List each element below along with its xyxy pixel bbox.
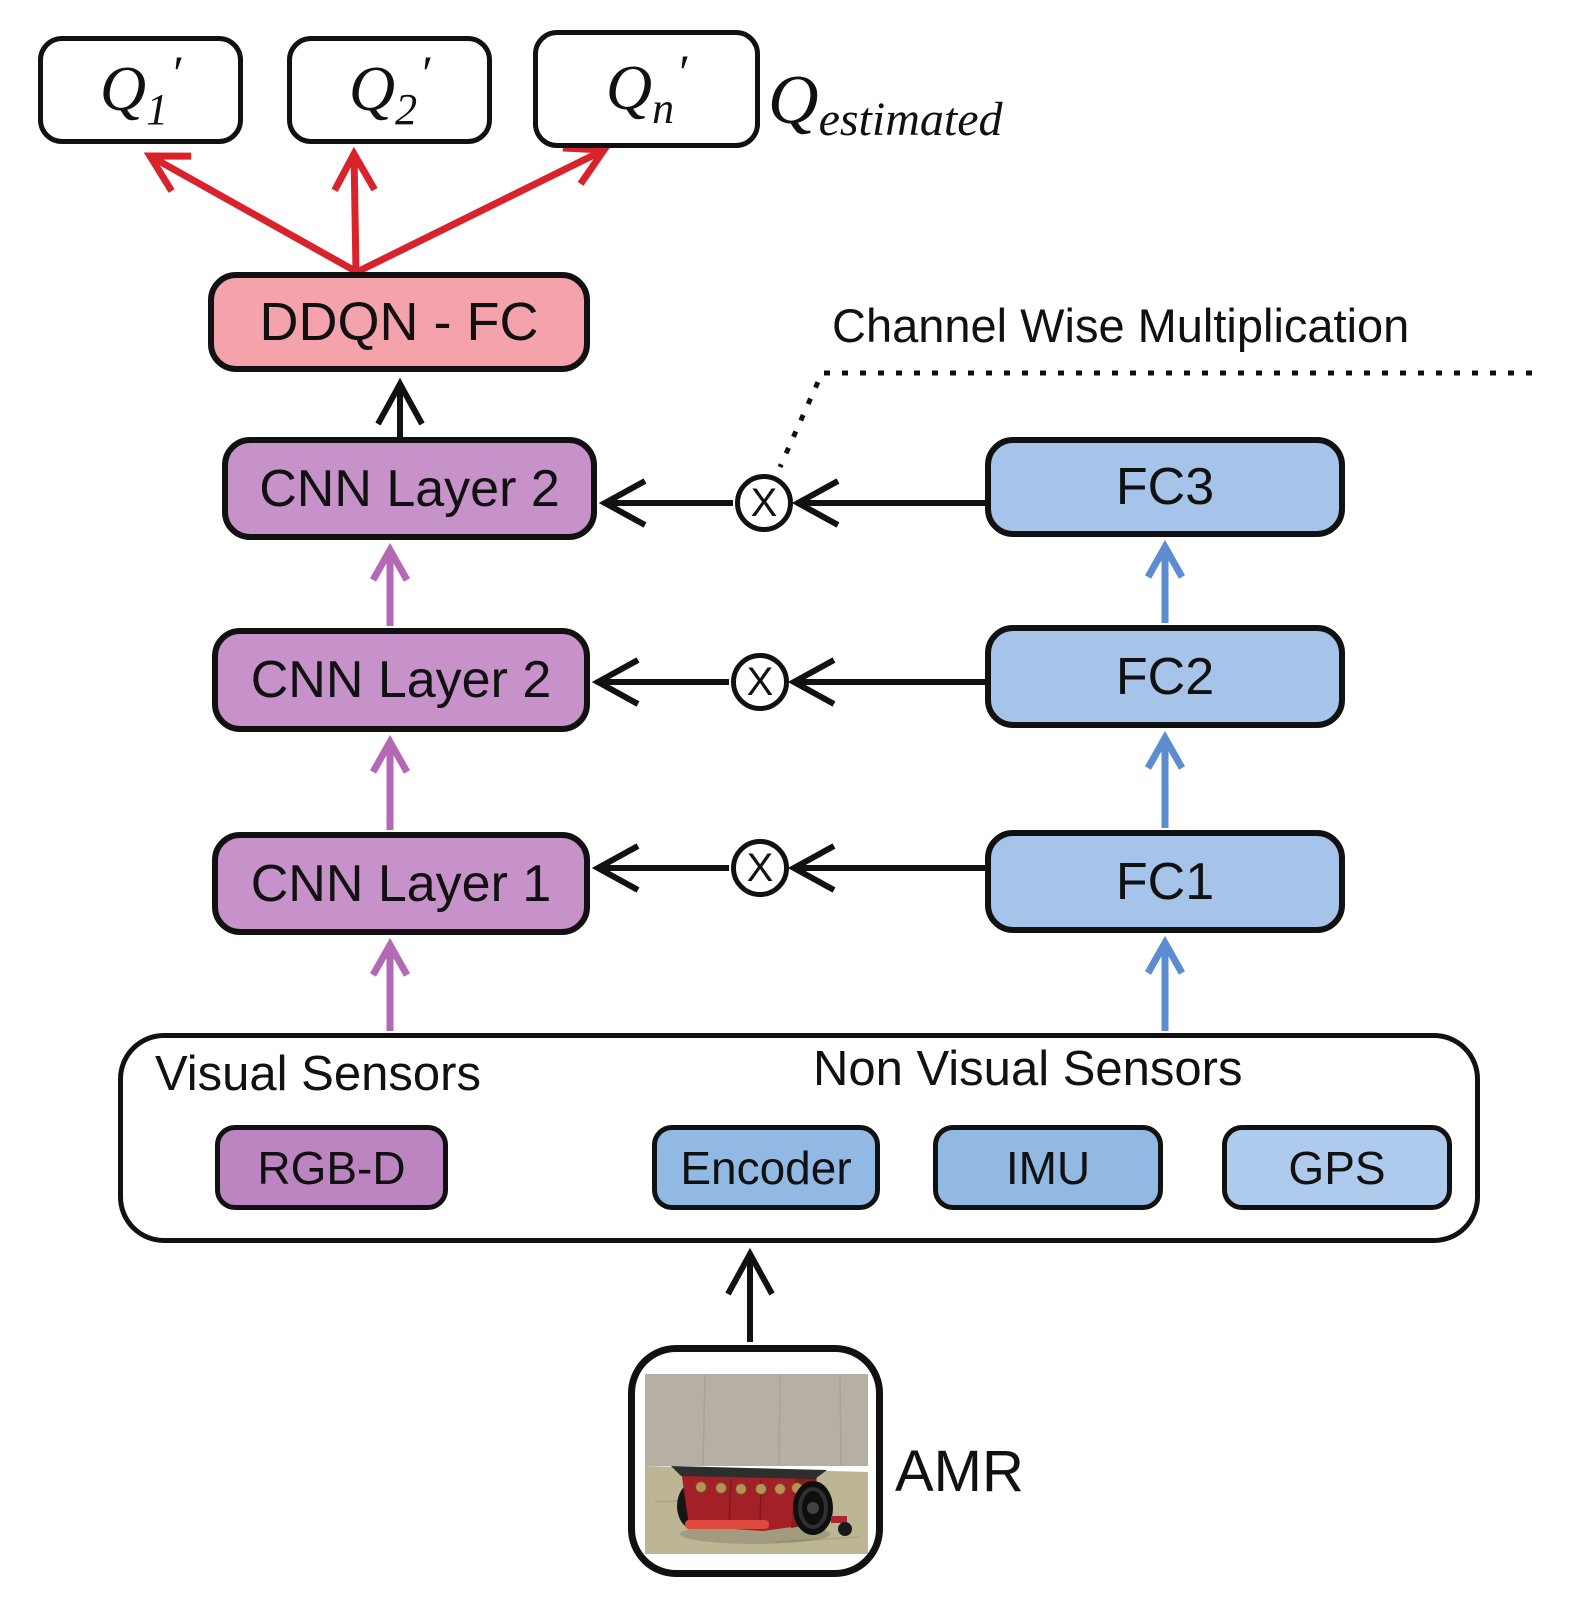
amr-photo-scene bbox=[645, 1374, 868, 1554]
gps-sensor-chip: GPS bbox=[1222, 1125, 1452, 1210]
multiply-node-1: X bbox=[735, 474, 793, 532]
q1-output-box: Q1′ bbox=[38, 36, 243, 144]
sensors-container: Visual Sensors Non Visual Sensors RGB-D … bbox=[118, 1033, 1480, 1243]
qn-label: Qn′ bbox=[605, 44, 688, 133]
fc2-label: FC2 bbox=[1115, 647, 1215, 706]
cnn-layer1-box: CNN Layer 1 bbox=[212, 832, 590, 935]
amr-label: AMR bbox=[895, 1439, 1024, 1504]
cnn-layer2-top-label: CNN Layer 2 bbox=[259, 459, 560, 518]
arrow-ddqn-to-qn bbox=[355, 144, 611, 276]
ddqn-fc-box: DDQN - FC bbox=[208, 272, 590, 372]
cnn-layer2-mid-box: CNN Layer 2 bbox=[212, 628, 590, 732]
fc1-label: FC1 bbox=[1115, 852, 1215, 911]
rgbd-sensor-chip: RGB-D bbox=[215, 1125, 448, 1210]
non-visual-sensors-title: Non Visual Sensors bbox=[813, 1042, 1243, 1096]
multiply-node-3: X bbox=[731, 839, 789, 897]
channel-wise-callout-line bbox=[777, 370, 1532, 469]
amr-robot-photo bbox=[645, 1374, 868, 1554]
multiply-x-symbol: X bbox=[746, 660, 774, 704]
channel-wise-multiplication-label: Channel Wise Multiplication bbox=[832, 299, 1410, 352]
cnn-layer2-top-box: CNN Layer 2 bbox=[222, 437, 597, 540]
q1-label: Q1′ bbox=[99, 45, 182, 134]
multiply-x-symbol: X bbox=[750, 481, 778, 525]
qn-output-box: Qn′ bbox=[533, 30, 760, 148]
fc1-box: FC1 bbox=[985, 830, 1345, 933]
encoder-sensor-chip: Encoder bbox=[652, 1125, 880, 1210]
q-estimated-label: Qestimated bbox=[768, 62, 1003, 146]
ddqn-fc-label: DDQN - FC bbox=[259, 292, 539, 352]
arrow-ddqn-to-q1 bbox=[143, 152, 359, 276]
cnn-layer2-mid-label: CNN Layer 2 bbox=[250, 651, 552, 709]
imu-sensor-chip: IMU bbox=[933, 1125, 1163, 1210]
multiply-node-2: X bbox=[731, 653, 789, 711]
multiply-x-symbol: X bbox=[746, 846, 774, 890]
visual-sensors-title: Visual Sensors bbox=[155, 1047, 481, 1101]
arrow-ddqn-to-q2 bbox=[331, 146, 378, 273]
fc2-box: FC2 bbox=[985, 625, 1345, 728]
q2-output-box: Q2′ bbox=[287, 36, 492, 144]
cnn-layer1-label: CNN Layer 1 bbox=[250, 854, 552, 913]
fc3-box: FC3 bbox=[985, 437, 1345, 537]
q2-label: Q2′ bbox=[348, 45, 431, 134]
amr-box bbox=[628, 1345, 883, 1577]
fc3-label: FC3 bbox=[1115, 458, 1215, 516]
